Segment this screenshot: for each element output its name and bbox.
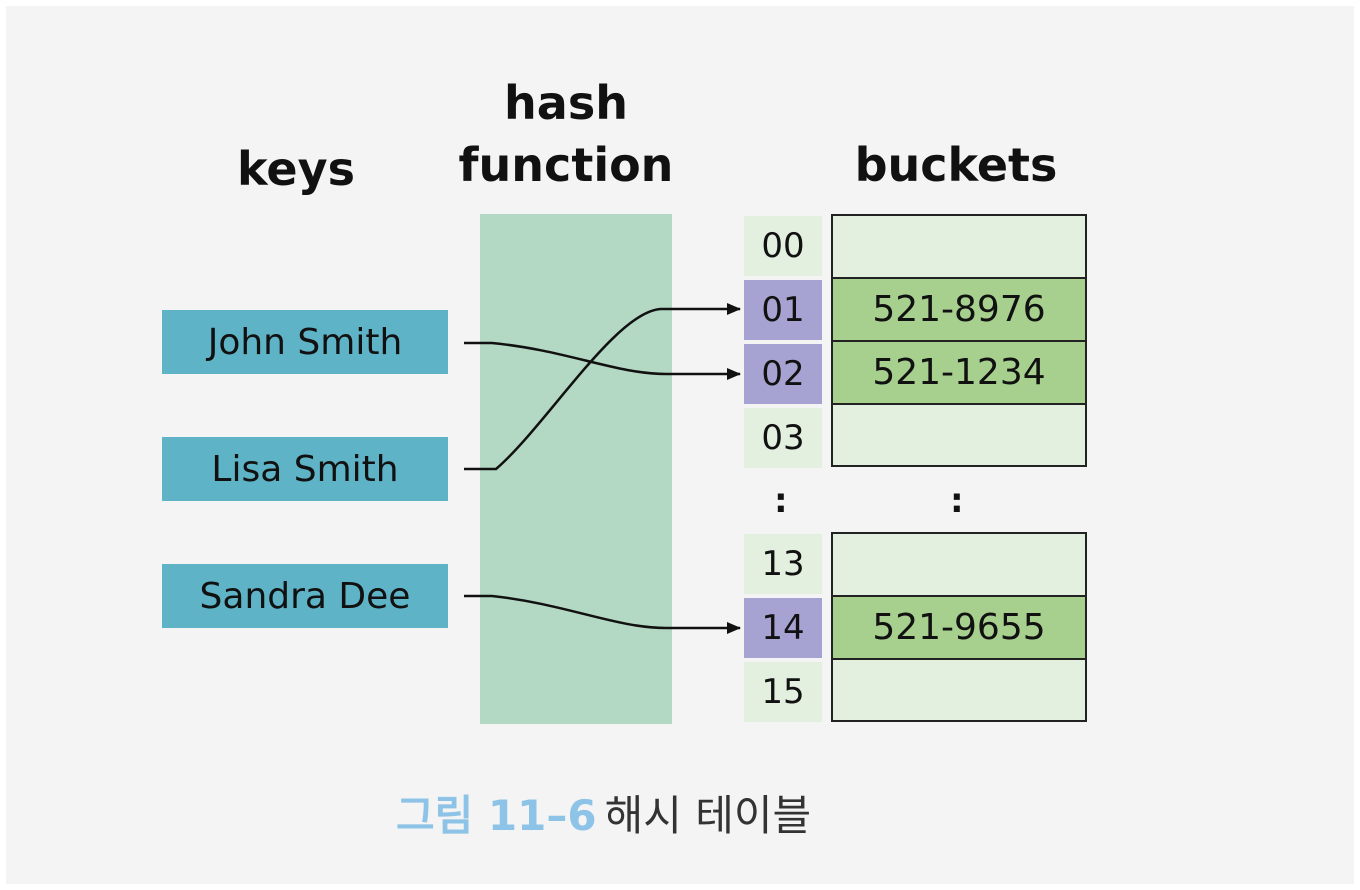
bucket-slot-02: 521-1234 bbox=[831, 340, 1087, 403]
hash-table-figure: keys hash function buckets John Smith Li… bbox=[6, 6, 1354, 884]
hash-function-band bbox=[480, 214, 672, 724]
bucket-slot-15 bbox=[831, 658, 1087, 722]
key-sandra-dee: Sandra Dee bbox=[162, 564, 448, 628]
arrow-sandra-dee-to-14 bbox=[464, 594, 741, 634]
bucket-index-02: 02 bbox=[744, 344, 822, 404]
bucket-index-13: 13 bbox=[744, 534, 822, 594]
key-john-smith: John Smith bbox=[162, 310, 448, 374]
bucket-index-03: 03 bbox=[744, 408, 822, 468]
caption-text: 해시 테이블 bbox=[604, 791, 812, 840]
caption-label: 그림 11–6 bbox=[396, 791, 597, 840]
hash-function-heading-line1: hash bbox=[504, 76, 628, 130]
bucket-slot-13 bbox=[831, 532, 1087, 595]
arrow-lisa-smith-to-01 bbox=[464, 303, 741, 471]
bucket-index-01: 01 bbox=[744, 280, 822, 340]
bucket-ellipsis: : bbox=[950, 481, 964, 521]
arrow-john-smith-to-02 bbox=[464, 341, 741, 380]
buckets-heading: buckets bbox=[854, 138, 1058, 192]
bucket-index-00: 00 bbox=[744, 216, 822, 276]
bucket-index-14: 14 bbox=[744, 598, 822, 658]
index-ellipsis: : bbox=[774, 481, 788, 521]
bucket-slot-00 bbox=[831, 214, 1087, 277]
key-lisa-smith: Lisa Smith bbox=[162, 437, 448, 501]
hash-function-heading-line2: function bbox=[458, 138, 674, 192]
mapping-arrows bbox=[464, 303, 741, 634]
bucket-slot-01: 521-8976 bbox=[831, 277, 1087, 340]
bucket-slot-03 bbox=[831, 403, 1087, 467]
bucket-slot-14: 521-9655 bbox=[831, 595, 1087, 658]
bucket-index-15: 15 bbox=[744, 662, 822, 722]
keys-heading: keys bbox=[237, 142, 355, 196]
